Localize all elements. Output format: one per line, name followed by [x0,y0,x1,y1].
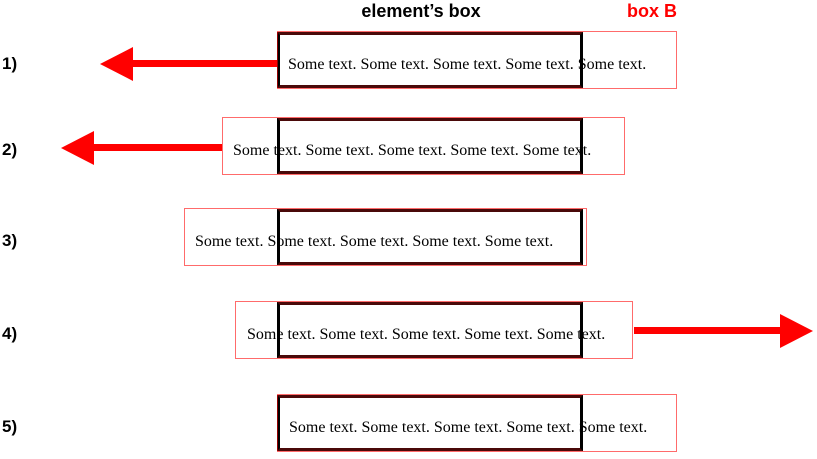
element-box [277,302,583,358]
row-number-label: 4) [2,324,18,343]
element-box [277,32,583,88]
arrow-shaft [130,60,277,67]
arrow-head [100,47,133,81]
arrow-head [61,131,94,165]
marquee-text: Some text. Some text. Some text. Some te… [247,326,606,343]
marquee-text: Some text. Some text. Some text. Some te… [288,56,647,73]
box-b-header-label: box B [626,1,677,21]
marquee-text: Some text. Some text. Some text. Some te… [195,233,554,250]
left-arrow-icon [61,131,222,165]
box-b [184,208,587,266]
arrow-head [780,314,813,348]
right-arrow-icon [634,314,813,348]
arrow-shaft [91,144,222,151]
element-box [277,395,583,451]
left-arrow-icon [100,47,277,81]
element-box [277,118,583,174]
marquee-text: Some text. Some text. Some text. Some te… [289,419,648,436]
box-b [222,117,625,175]
element-box [277,209,583,265]
arrow-shaft [634,327,783,334]
row-number-label: 2) [2,140,18,159]
element-box-header-label: element’s box [361,1,481,21]
row-number-label: 3) [2,231,18,250]
marquee-text: Some text. Some text. Some text. Some te… [233,142,592,159]
row-number-label: 5) [2,417,18,436]
row-number-label: 1) [2,54,18,73]
box-b [235,301,633,359]
box-b [277,394,677,452]
box-b [277,31,677,89]
